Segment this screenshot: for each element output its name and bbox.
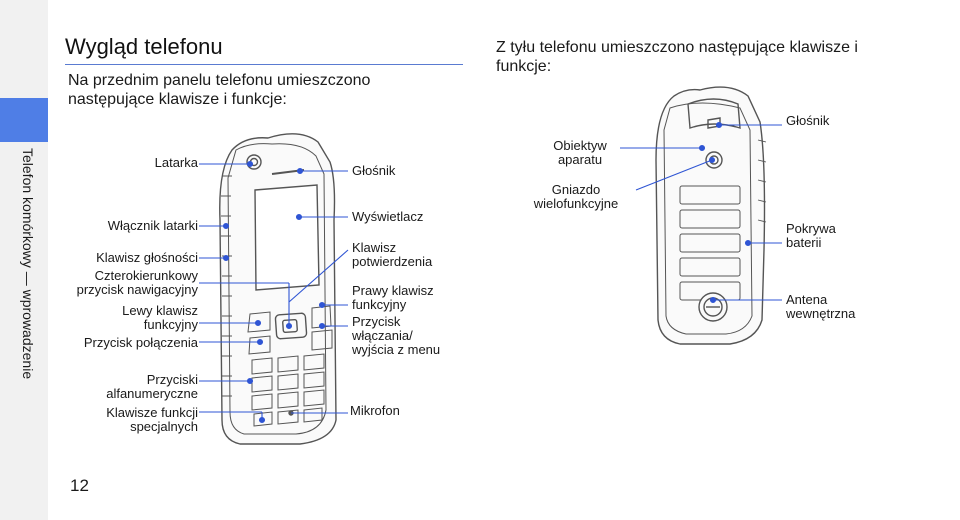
label-flashlight-switch: Włącznik latarki: [107, 218, 198, 233]
label-alphanumeric-line1: Przyciski: [146, 372, 198, 387]
label-display: Wyświetlacz: [352, 209, 424, 224]
label-left-soft-key-line2: funkcyjny: [143, 317, 198, 332]
label-microphone: Mikrofon: [350, 403, 400, 418]
front-phone-illustration: [219, 133, 337, 445]
label-nav-key-line2: przycisk nawigacyjny: [76, 282, 198, 297]
label-power-end-key-line1: Przycisk: [352, 314, 401, 329]
label-camera-lens-line2: aparatu: [557, 152, 603, 167]
sidebar-accent-block: [0, 98, 48, 142]
label-power-end-key-line3: wyjścia z menu: [352, 342, 441, 357]
label-power-end-key-line2: włączania/: [352, 328, 413, 343]
label-confirm-key-line2: potwierdzenia: [352, 254, 433, 269]
label-dial-key: Przycisk połączenia: [83, 335, 198, 350]
label-right-soft-key-line2: funkcyjny: [352, 297, 407, 312]
label-antenna-line1: Antena: [786, 292, 828, 307]
label-flashlight: Latarka: [154, 155, 198, 170]
label-multifunction-jack-line2: wielofunkcyjne: [533, 196, 619, 211]
title-rule: [65, 64, 463, 65]
page-title: Wygląd telefonu: [65, 34, 223, 59]
label-battery-cover-line2: baterii: [786, 235, 822, 250]
sidebar: [0, 0, 48, 520]
label-volume-key: Klawisz głośności: [96, 250, 198, 265]
label-nav-key-line1: Czterokierunkowy: [94, 268, 198, 283]
label-special-keys-line2: specjalnych: [130, 419, 198, 434]
front-leader-lines: [199, 160, 349, 424]
intro-front-text: Na przednim panelu telefonu umieszczono …: [68, 72, 371, 108]
label-alphanumeric-line2: alfanumeryczne: [106, 386, 198, 401]
label-confirm-key-line1: Klawisz: [352, 240, 397, 255]
label-multifunction-jack-line1: Gniazdo: [551, 182, 601, 197]
label-back-speaker: Głośnik: [786, 113, 830, 128]
label-speaker: Głośnik: [352, 163, 396, 178]
label-left-soft-key-line1: Lewy klawisz: [122, 303, 198, 318]
back-phone-illustration: [655, 86, 767, 345]
label-special-keys-line1: Klawisze funkcji: [106, 405, 198, 420]
label-right-soft-key-line1: Prawy klawisz: [352, 283, 434, 298]
label-camera-lens-line1: Obiektyw: [553, 138, 607, 153]
back-leader-lines: [620, 121, 782, 304]
page-number: 12: [70, 476, 89, 495]
label-antenna-line2: wewnętrzna: [786, 306, 856, 321]
label-battery-cover-line1: Pokrywa: [786, 221, 836, 236]
intro-back-text: Z tyłu telefonu umieszczono następujące …: [496, 39, 858, 75]
